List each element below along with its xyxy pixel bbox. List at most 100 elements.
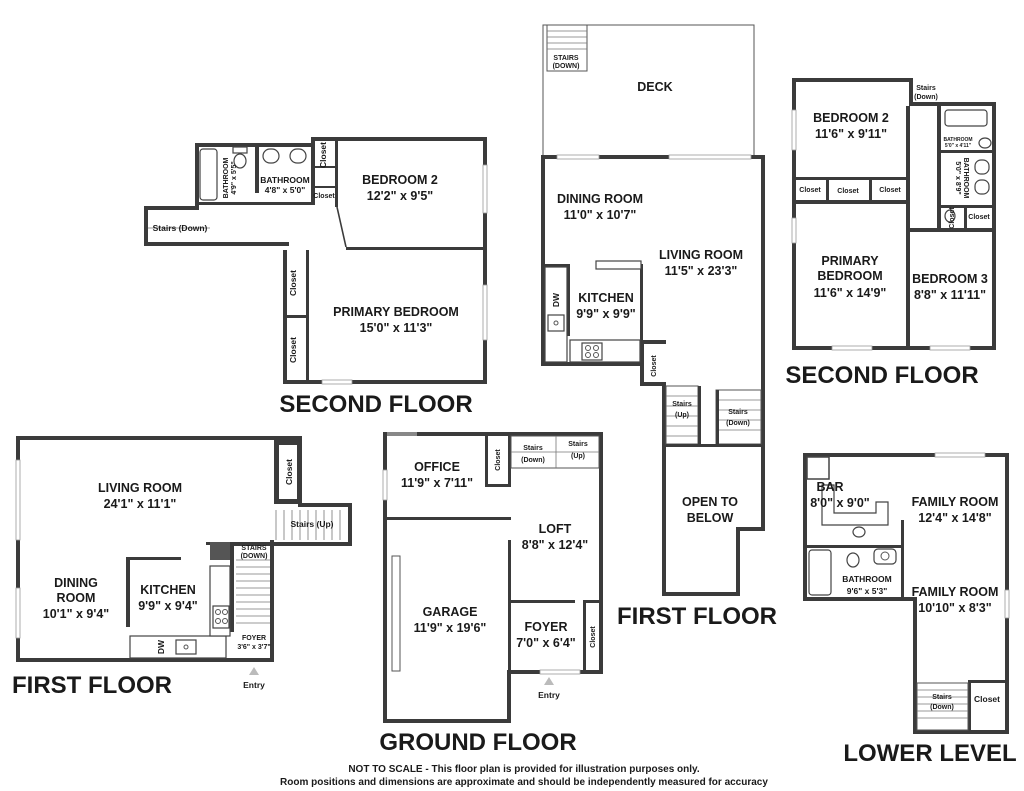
fc-title: FIRST FLOOR	[617, 603, 777, 630]
ff-left-foyer-dims: 3'6" x 3'7"	[237, 644, 270, 651]
sr-primary-dims: 11'6" x 14'9"	[814, 286, 887, 300]
sr-closet-2: Closet	[837, 188, 859, 195]
fc-stairs-up-2: (Up)	[675, 412, 689, 419]
ll-family2-name: FAMILY ROOM	[912, 585, 999, 599]
gf-garage-dims: 11'9" x 19'6"	[414, 621, 487, 635]
ll-bar-dims: 8'0" x 9'0"	[810, 496, 870, 510]
sf-left-bathroom-b-name: BATHROOM	[223, 157, 230, 198]
sr-title: SECOND FLOOR	[785, 362, 978, 389]
ll-bar-name: BAR	[816, 480, 843, 494]
fc-deck-stairs-1: STAIRS	[553, 55, 578, 62]
sf-left-primary-dims: 15'0" x 11'3"	[360, 321, 433, 335]
gf-office-dims: 11'9" x 7'11"	[401, 476, 473, 490]
sf-left-closet-1: Closet	[288, 270, 298, 296]
sf-left-closet-top: Closet	[318, 142, 328, 168]
ff-left-living-name: LIVING ROOM	[98, 481, 182, 495]
ff-left-foyer-name: FOYER	[242, 635, 266, 642]
fc-deck-stairs-2: (DOWN)	[553, 63, 580, 70]
sr-closet-5: Closet	[968, 214, 990, 221]
fc-kitchen-name: KITCHEN	[578, 291, 634, 305]
disclaimer-line-1: NOT TO SCALE - This floor plan is provid…	[348, 764, 700, 775]
sf-left-bedroom2-dims: 12'2" x 9'5"	[367, 189, 434, 203]
ff-left-living-dims: 24'1" x 11'1"	[104, 497, 177, 511]
fc-open-below-1: OPEN TO	[682, 495, 738, 509]
gf-foyer-name: FOYER	[524, 620, 567, 634]
fc-living-name: LIVING ROOM	[659, 248, 743, 262]
ll-family2-dims: 10'10" x 8'3"	[918, 601, 991, 615]
ll-bathroom-dims: 9'6" x 5'3"	[847, 586, 887, 596]
sr-closet-4: Closet	[949, 207, 956, 229]
sr-closet-3: Closet	[879, 187, 901, 194]
plan-ground-floor: OFFICE 11'9" x 7'11" Closet Stairs (Down…	[379, 432, 603, 756]
fc-stairs-up-1: Stairs	[672, 401, 692, 408]
sr-bath-vert-dims: 5'0" x 8'9"	[954, 161, 961, 194]
ff-left-kitchen-dims: 9'9" x 9'4"	[138, 599, 198, 613]
sf-left-bathroom-b-dims: 4'9" x 5'5"	[231, 161, 238, 194]
fc-kitchen-dims: 9'9" x 9'9"	[576, 307, 636, 321]
plan-second-floor-right: Stairs (Down) BEDROOM 2 11'6" x 9'11" BA…	[785, 78, 996, 389]
sr-bedroom2-name: BEDROOM 2	[813, 111, 889, 125]
sr-bedroom3-name: BEDROOM 3	[912, 272, 988, 286]
ll-closet: Closet	[974, 694, 1000, 704]
plan-first-floor-center: STAIRS (DOWN) DECK DINING ROOM 11'0" x 1…	[541, 24, 777, 630]
ll-stairs-2: (Down)	[930, 704, 954, 711]
sr-primary-name-1: PRIMARY	[821, 254, 879, 268]
ll-title: LOWER LEVEL	[843, 740, 1016, 767]
sf-left-primary-name: PRIMARY BEDROOM	[333, 305, 459, 319]
fc-dining-name: DINING ROOM	[557, 192, 643, 206]
ff-left-title: FIRST FLOOR	[12, 672, 172, 699]
gf-loft-name: LOFT	[539, 522, 572, 536]
sf-left-bathroom-dims: 4'8" x 5'0"	[265, 185, 305, 195]
sr-bath-vert-name: BATHROOM	[962, 158, 969, 199]
gf-title: GROUND FLOOR	[379, 729, 576, 756]
ll-family1-name: FAMILY ROOM	[912, 495, 999, 509]
disclaimer-line-2: Room positions and dimensions are approx…	[280, 777, 768, 788]
ff-left-stairs-down-2: (DOWN)	[241, 553, 268, 560]
sf-left-bedroom2-name: BEDROOM 2	[362, 173, 438, 187]
gf-closet-office: Closet	[495, 449, 502, 471]
plan-second-floor-left: BATHROOM 4'8" x 5'0" BATHROOM 4'9" x 5'5…	[144, 137, 488, 418]
sr-closet-1: Closet	[799, 187, 821, 194]
sf-left-stairs: Stairs (Down)	[153, 223, 208, 233]
fc-stairs-down-1: Stairs	[728, 409, 748, 416]
gf-loft-dims: 8'8" x 12'4"	[522, 538, 589, 552]
fc-open-below-2: BELOW	[687, 511, 734, 525]
gf-stairs-up-2: (Up)	[571, 453, 585, 460]
gf-office-name: OFFICE	[414, 460, 460, 474]
ff-left-stairs-up: Stairs (Up)	[291, 519, 334, 529]
gf-stairs-up-1: Stairs	[568, 441, 588, 448]
sr-bath-small-dims: 5'0" x 4'11"	[945, 143, 972, 149]
ff-left-closet: Closet	[284, 459, 294, 485]
ff-left-kitchen-name: KITCHEN	[140, 583, 196, 597]
sf-left-closet-2: Closet	[288, 337, 298, 363]
sr-bath-small-name: BATHROOM	[943, 137, 972, 143]
sf-left-bathroom-name: BATHROOM	[260, 175, 309, 185]
fc-stairs-down-2: (Down)	[726, 420, 750, 427]
ll-bathroom-name: BATHROOM	[842, 574, 891, 584]
gf-entry: Entry	[538, 690, 560, 700]
fc-dining-dims: 11'0" x 10'7"	[564, 208, 637, 222]
ff-left-dw: DW	[156, 639, 166, 654]
ff-left-dining-dims: 10'1" x 9'4"	[43, 607, 110, 621]
sf-left-title: SECOND FLOOR	[279, 391, 472, 418]
fc-living-dims: 11'5" x 23'3"	[665, 264, 738, 278]
ff-left-stairs-down-1: STAIRS	[241, 545, 266, 552]
sr-stairs-2: (Down)	[914, 94, 938, 101]
sr-bedroom2-dims: 11'6" x 9'11"	[815, 127, 887, 141]
gf-stairs-down-1: Stairs	[523, 445, 543, 452]
gf-foyer-dims: 7'0" x 6'4"	[516, 636, 576, 650]
ff-left-dining-name-1: DINING	[54, 576, 98, 590]
ll-stairs-1: Stairs	[932, 694, 952, 701]
sr-bedroom3-dims: 8'8" x 11'11"	[914, 288, 986, 302]
ll-family1-dims: 12'4" x 14'8"	[918, 511, 991, 525]
fc-deck: DECK	[637, 80, 672, 94]
gf-closet-foyer: Closet	[590, 626, 597, 648]
fc-dw: DW	[551, 292, 561, 307]
plan-lower-level: BAR 8'0" x 9'0" FAMILY ROOM 12'4" x 14'8…	[803, 452, 1017, 767]
sr-stairs-1: Stairs	[916, 85, 936, 92]
fc-closet: Closet	[651, 355, 658, 377]
plan-first-floor-left: Closet LIVING ROOM 24'1" x 11'1" Stairs …	[12, 436, 352, 699]
sr-primary-name-2: BEDROOM	[817, 269, 882, 283]
ff-left-entry: Entry	[243, 680, 265, 690]
ff-left-dining-name-2: ROOM	[57, 591, 96, 605]
